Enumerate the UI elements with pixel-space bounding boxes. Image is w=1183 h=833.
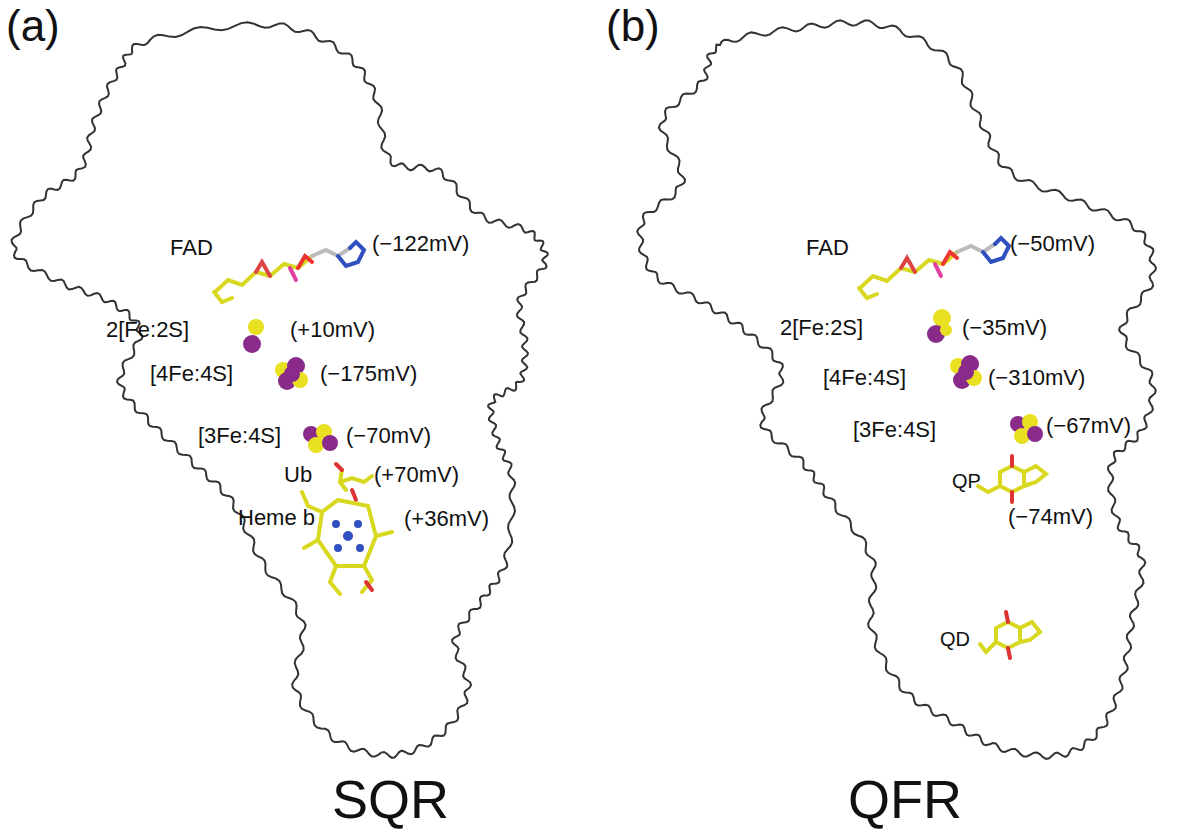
fad-molecule xyxy=(859,238,1009,298)
cofactor-name: [3Fe:4S] xyxy=(198,424,281,448)
redox-potential: (−67mV) xyxy=(1046,414,1131,438)
panel-letter: (a) xyxy=(6,2,60,50)
menaquinone-qd xyxy=(980,612,1040,658)
redox-potential: (−122mV) xyxy=(372,232,469,256)
redox-potential: (+36mV) xyxy=(404,507,489,531)
complex-name: SQR xyxy=(332,772,449,826)
fe2s2-cluster xyxy=(927,309,952,343)
heme-b xyxy=(302,492,392,594)
redox-potential: (−35mV) xyxy=(962,316,1047,340)
cofactor-name: QP xyxy=(952,470,981,492)
cofactor-name: [3Fe:4S] xyxy=(853,418,936,442)
redox-potential: (−310mV) xyxy=(988,366,1085,390)
protein-outline xyxy=(637,20,1156,759)
protein-outline xyxy=(12,22,548,758)
redox-potential: (−70mV) xyxy=(346,424,431,448)
cofactor-name: FAD xyxy=(806,236,849,260)
protein-complex: SQR xyxy=(0,0,560,833)
redox-potential: (+10mV) xyxy=(290,318,375,342)
fe4s4-cluster xyxy=(950,355,982,389)
cofactor-name: [4Fe:4S] xyxy=(823,366,906,390)
fe3s4-cluster xyxy=(303,424,338,453)
cofactor-name: Ub xyxy=(284,463,312,487)
cofactor-name: Heme b xyxy=(238,506,315,530)
cofactor-name: [4Fe:4S] xyxy=(150,362,233,386)
fad-molecule xyxy=(214,242,364,302)
fe2s2-cluster xyxy=(243,319,264,353)
redox-potential: (−50mV) xyxy=(1010,232,1095,256)
cofactor-name: 2[Fe:2S] xyxy=(106,318,189,342)
complex-name: QFR xyxy=(848,772,962,826)
cofactor-name: QD xyxy=(940,628,970,650)
cofactor-name: 2[Fe:2S] xyxy=(780,316,863,340)
cofactor-name: FAD xyxy=(170,236,213,260)
redox-potential: (+70mV) xyxy=(374,463,459,487)
panel-letter: (b) xyxy=(606,2,660,50)
redox-potential: (−175mV) xyxy=(320,362,417,386)
menaquinone-qp xyxy=(978,456,1046,502)
redox-potential: (−74mV) xyxy=(1008,505,1093,529)
fe4s4-cluster xyxy=(275,357,308,390)
fe3s4-cluster xyxy=(1010,414,1043,444)
ubiquinone xyxy=(336,464,372,500)
